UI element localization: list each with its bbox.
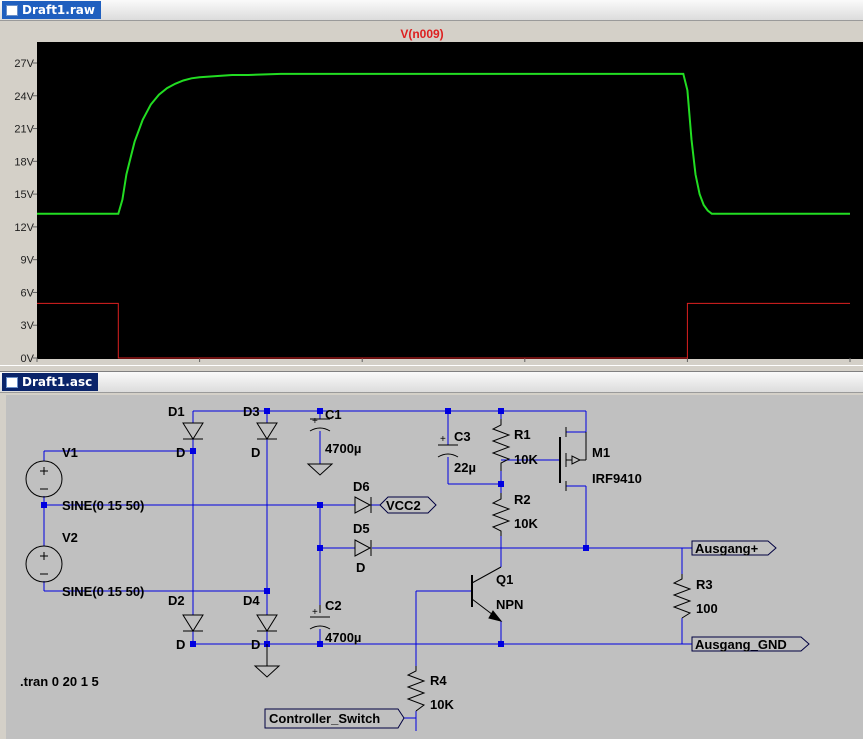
label-q1-value: NPN [496, 597, 523, 612]
y-tick-label: 15V [14, 189, 34, 201]
window-splitter[interactable] [0, 365, 863, 372]
label-m1-value: IRF9410 [592, 471, 642, 486]
mosfet-m1[interactable] [559, 427, 587, 491]
label-r3: R3 [696, 577, 713, 592]
label-d3: D3 [243, 404, 260, 419]
voltage-source-v1[interactable] [25, 460, 63, 498]
label-r1: R1 [514, 427, 531, 442]
y-tick-label: 18V [14, 156, 34, 168]
schematic-file-icon [6, 376, 18, 388]
schematic-background[interactable] [6, 395, 863, 739]
voltage-source-v2[interactable] [25, 545, 63, 583]
label-d2: D2 [168, 593, 185, 608]
label-r2: R2 [514, 492, 531, 507]
schematic-window-title: Draft1.asc [22, 375, 93, 389]
spice-directive[interactable]: .tran 0 20 1 5 [20, 674, 99, 689]
waveform-file-icon [6, 4, 18, 16]
diode-d6[interactable] [354, 496, 372, 514]
label-c1-value: 4700µ [325, 441, 361, 456]
label-q1: Q1 [496, 572, 513, 587]
diode-d5[interactable] [354, 539, 372, 557]
diode-d2[interactable] [182, 614, 204, 632]
polarity-c2: + [312, 607, 318, 618]
waveform-window-titlebar[interactable]: Draft1.raw [0, 0, 863, 21]
diode-d4[interactable] [256, 614, 278, 632]
schematic-window[interactable]: Draft1.asc [0, 372, 863, 739]
net-flag-controller-switch[interactable] [264, 708, 405, 729]
label-d1-value: D [176, 445, 185, 460]
trace-title[interactable]: V(n009) [400, 27, 443, 41]
diode-d1[interactable] [182, 422, 204, 440]
label-c2-value: 4700µ [325, 630, 361, 645]
y-tick-label: 0V [21, 353, 35, 365]
waveform-window-title: Draft1.raw [22, 3, 95, 17]
transistor-q1[interactable] [471, 566, 503, 622]
y-tick-label: 27V [14, 58, 34, 70]
schematic-canvas[interactable]: D1 D3 D D D2 D4 D D C1 4700µ C2 4700µ C3… [0, 393, 863, 739]
waveform-window[interactable]: Draft1.raw V(n009) 0V 3V 6V 9V 12V 15V 18V 21V 2… [0, 0, 863, 366]
capacitor-c3[interactable] [437, 444, 459, 458]
polarity-c3: + [440, 434, 446, 445]
net-label-vcc2[interactable]: VCC2 [386, 498, 421, 513]
y-tick-label: 9V [21, 255, 35, 267]
label-v2: V2 [62, 530, 78, 545]
trace-vn009[interactable] [37, 72, 850, 215]
label-d3-value: D [251, 445, 260, 460]
y-tick-label: 21V [14, 124, 34, 136]
label-v1: V1 [62, 445, 78, 460]
resistor-r1[interactable] [491, 419, 511, 471]
label-v2-value: SINE(0 15 50) [62, 584, 144, 599]
label-c3-value: 22µ [454, 460, 476, 475]
capacitor-c2[interactable] [309, 605, 331, 630]
resistor-r3[interactable] [672, 574, 692, 619]
label-r4: R4 [430, 673, 447, 688]
label-v1-value: SINE(0 15 50) [62, 498, 144, 513]
y-tick-label: 12V [14, 222, 34, 234]
y-tick-label: 24V [14, 91, 34, 103]
wires [43, 410, 692, 731]
label-r2-value: 10K [514, 516, 538, 531]
net-flag-vcc2[interactable] [379, 496, 437, 514]
label-d5-value: D [356, 560, 365, 575]
polarity-c1: + [312, 416, 318, 427]
net-flag-ausgang-gnd[interactable] [691, 636, 810, 652]
label-c2: C2 [325, 598, 342, 613]
net-label-controller-switch[interactable]: Controller_Switch [269, 711, 380, 726]
label-d2-value: D [176, 637, 185, 652]
label-r3-value: 100 [696, 601, 718, 616]
label-m1: M1 [592, 445, 610, 460]
schematic-window-titlebar[interactable]: Draft1.asc [0, 372, 863, 393]
label-c1: C1 [325, 407, 342, 422]
label-r1-value: 10K [514, 452, 538, 467]
ground-symbol-bridge [253, 644, 281, 678]
plot-area[interactable] [37, 42, 863, 359]
label-d5: D5 [353, 521, 370, 536]
resistor-r4[interactable] [406, 666, 426, 712]
net-label-ausgang-gnd[interactable]: Ausgang_GND [695, 637, 787, 652]
diode-d3[interactable] [256, 422, 278, 440]
label-d4-value: D [251, 637, 260, 652]
label-d6: D6 [353, 479, 370, 494]
capacitor-c1[interactable] [309, 418, 331, 432]
label-c3: C3 [454, 429, 471, 444]
y-tick-label: 3V [21, 320, 35, 332]
net-flag-ausgang-plus[interactable] [691, 540, 777, 556]
trace-control[interactable] [37, 302, 850, 359]
label-r4-value: 10K [430, 697, 454, 712]
ground-symbol-c1 [306, 463, 334, 476]
resistor-r2[interactable] [491, 493, 511, 536]
y-tick-label: 6V [21, 287, 35, 299]
net-label-ausgang-plus[interactable]: Ausgang+ [695, 541, 759, 556]
label-d1: D1 [168, 404, 185, 419]
label-d4: D4 [243, 593, 260, 608]
